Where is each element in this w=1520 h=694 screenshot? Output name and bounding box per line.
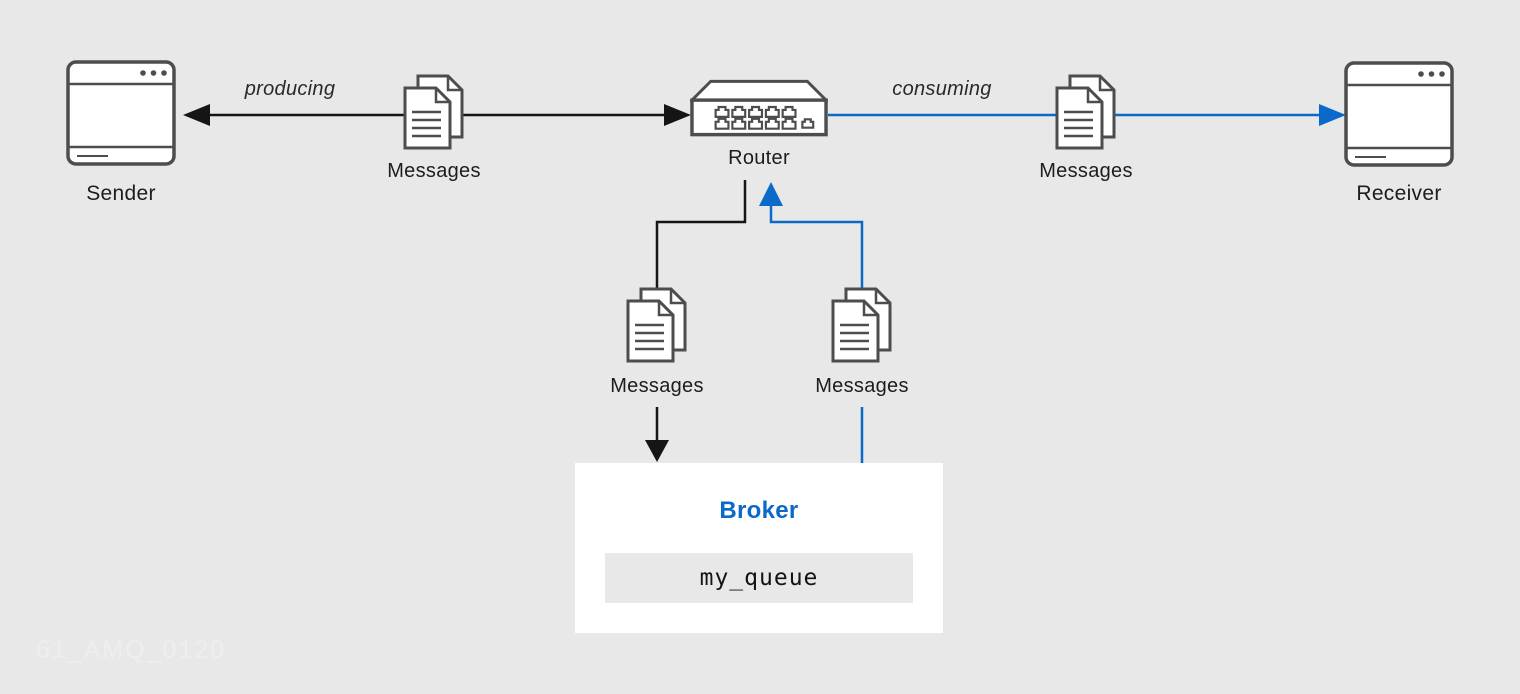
consuming-messages-label: Messages <box>1039 160 1133 182</box>
retrieved-messages-documents-icon <box>831 287 893 363</box>
producing-messages-label: Messages <box>387 160 481 182</box>
producing-edge-label: producing <box>244 78 336 100</box>
sender-app-window-icon <box>66 60 176 166</box>
router-to-messages-line <box>655 180 747 294</box>
broker-box: Broker my_queue <box>575 463 943 633</box>
watermark: 61_AMQ_0120 <box>36 636 227 664</box>
consuming-edge-label: consuming <box>892 78 992 100</box>
queue-box: my_queue <box>605 553 913 603</box>
retrieved-messages-label: Messages <box>815 375 909 397</box>
receiver-app-window-icon <box>1344 61 1454 167</box>
stored-messages-label: Messages <box>610 375 704 397</box>
sender-label: Sender <box>86 182 156 205</box>
messages-to-router-arrow <box>759 182 864 294</box>
messages-to-broker-arrow <box>645 407 669 462</box>
stored-messages-documents-icon <box>626 287 688 363</box>
router-icon <box>688 79 830 137</box>
receiver-label: Receiver <box>1356 182 1442 205</box>
router-label: Router <box>728 147 790 169</box>
consuming-messages-documents-icon <box>1055 74 1117 150</box>
queue-name: my_queue <box>699 565 819 591</box>
broker-title: Broker <box>719 497 799 524</box>
producing-messages-documents-icon <box>403 74 465 150</box>
